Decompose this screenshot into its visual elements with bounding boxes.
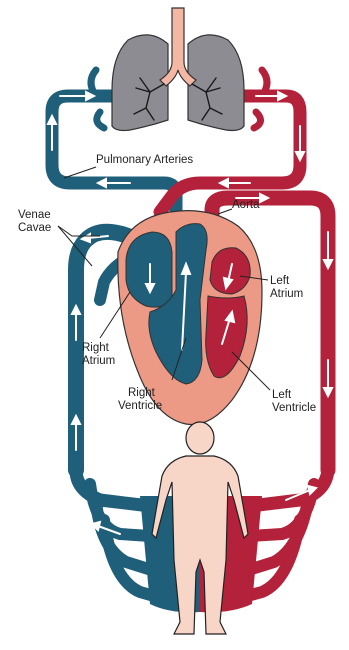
label-left-ventricle-line2: Ventricle <box>272 402 316 414</box>
label-venae-cavae-line2: Cavae <box>18 222 51 234</box>
pulmonary-branch <box>91 70 96 96</box>
label-aorta: Aorta <box>232 199 260 211</box>
label-left-atrium-line2: Atrium <box>270 288 303 300</box>
lungs <box>112 8 244 131</box>
pulmonary-vein-branch <box>254 112 261 128</box>
label-right-atrium-line2: Atrium <box>82 355 115 367</box>
pulmonary-branch <box>97 112 104 128</box>
label-left-atrium-line1: Left <box>270 275 290 287</box>
head <box>186 422 214 454</box>
label-right-atrium-line1: Right <box>82 342 110 354</box>
pulmonary-vein-branch <box>262 70 267 96</box>
label-pulmonary-arteries: Pulmonary Arteries <box>96 154 193 166</box>
left-lung <box>112 35 168 131</box>
label-left-ventricle-line1: Left <box>272 389 292 401</box>
right-lung <box>188 35 244 131</box>
label-right-ventricle-line2: Ventricle <box>118 400 162 412</box>
label-venae-cavae-line1: Venae <box>18 209 51 221</box>
label-right-ventricle-line1: Right <box>128 387 156 399</box>
